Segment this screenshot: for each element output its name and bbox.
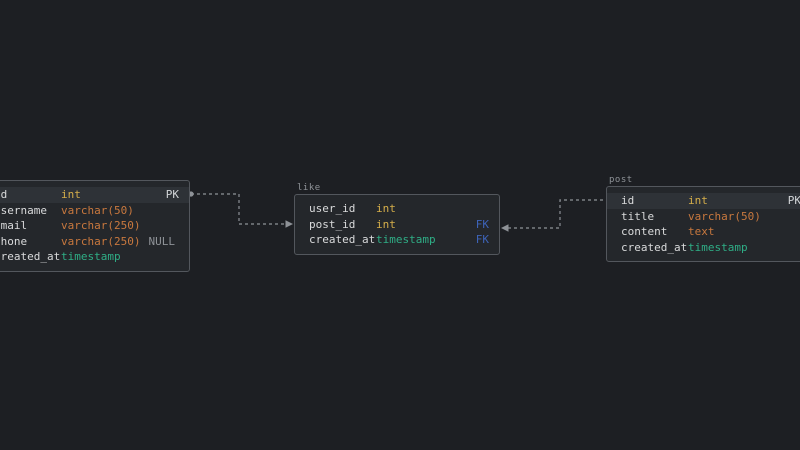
field-name: username	[0, 203, 47, 217]
field-type: varchar(50)	[688, 209, 761, 223]
field-type: int	[688, 194, 708, 207]
field-row-phone[interactable]: phone varchar(250) NULL	[0, 234, 189, 250]
pk-badge: PK	[787, 194, 800, 207]
table-title: post	[609, 175, 633, 185]
field-row-post_id[interactable]: post_id int FK	[295, 217, 499, 233]
field-type: text	[688, 225, 715, 238]
field-type: varchar(50)	[61, 203, 134, 217]
field-type: timestamp	[376, 233, 436, 246]
field-name: created_at	[309, 233, 376, 246]
field-row-content[interactable]: content text	[607, 224, 800, 240]
field-type: timestamp	[688, 240, 748, 254]
relationship-line[interactable]	[508, 199, 609, 229]
field-name: user_id	[309, 202, 356, 215]
field-type: varchar(250)	[61, 234, 141, 248]
relationship-arrowhead-icon	[285, 220, 293, 228]
field-nullable-note: NULL	[148, 234, 175, 248]
field-name: content	[621, 225, 668, 238]
relationship-arrowhead-icon	[501, 224, 509, 232]
field-name: id	[621, 194, 635, 207]
field-name: id	[0, 188, 8, 201]
fk-badge: FK	[475, 233, 489, 246]
entity-table-unnamed[interactable]: id int PK username varchar(50) email varchar(2…	[0, 180, 190, 272]
rel-user-id-to-like-post-id[interactable]	[188, 191, 293, 228]
field-type: int	[61, 188, 81, 201]
field-row-email[interactable]: email varchar(250)	[0, 218, 189, 234]
field-name: post_id	[309, 217, 356, 231]
fk-badge: FK	[475, 217, 489, 231]
field-row-id[interactable]: id int PK	[0, 187, 189, 203]
field-type: int	[376, 202, 396, 215]
field-name: phone	[0, 234, 28, 248]
field-row-title[interactable]: title varchar(50)	[607, 209, 800, 225]
field-row-id[interactable]: id int PK	[607, 193, 800, 209]
table-title: like	[297, 183, 321, 193]
field-type: varchar(250)	[61, 219, 141, 232]
field-row-username[interactable]: username varchar(50)	[0, 203, 189, 219]
field-name: created_at	[0, 250, 61, 263]
relationship-line[interactable]	[191, 193, 286, 225]
pk-badge: PK	[165, 188, 179, 201]
field-type: int	[376, 217, 396, 231]
field-type: timestamp	[61, 250, 121, 263]
rel-post-id-to-like-post-id[interactable]	[501, 197, 612, 232]
field-row-user_id[interactable]: user_id int	[295, 201, 499, 217]
field-name: created_at	[621, 240, 688, 254]
field-name: title	[621, 209, 655, 223]
field-name: email	[0, 219, 28, 232]
